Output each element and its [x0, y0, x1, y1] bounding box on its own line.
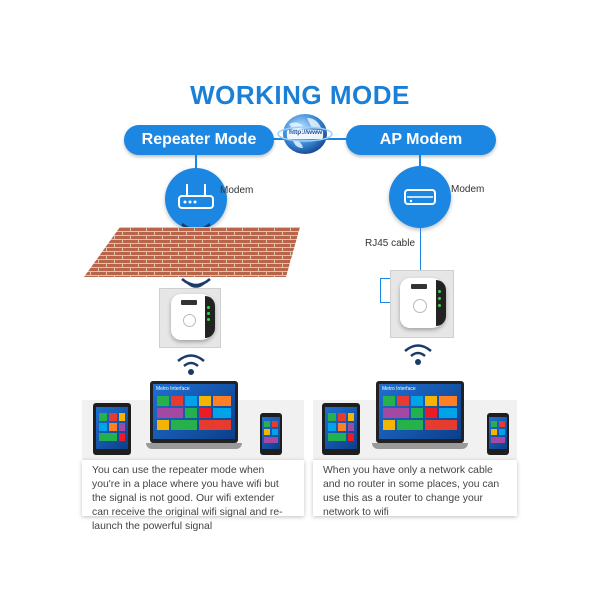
ap-description: When you have only a network cable and n…	[313, 460, 517, 518]
repeater-modem-label: Modem	[220, 185, 254, 196]
rj45-cable-label: RJ45 cable	[365, 238, 416, 249]
repeater-connector	[195, 155, 197, 169]
globe-url-text: http://www	[289, 129, 323, 136]
ap-modem-label: Modem	[451, 184, 485, 195]
tablet-image	[93, 403, 131, 455]
laptop-image: Metro Interface	[372, 381, 468, 451]
laptop-image: Metro Interface	[146, 381, 242, 451]
ap-mode-label: AP Modem	[346, 125, 496, 155]
wifi-signal-icon	[398, 342, 438, 373]
repeater-device-image	[159, 288, 221, 348]
globe-icon: http://www	[277, 110, 333, 158]
rj45-cable	[420, 228, 421, 278]
ap-device-image	[390, 270, 454, 338]
page-title: WORKING MODE	[190, 80, 410, 110]
laptop-screen-title: Metro Interface	[382, 386, 416, 392]
repeater-modem-icon	[165, 168, 227, 230]
brick-wall-image	[82, 227, 304, 277]
repeater-description: You can use the repeater mode when you'r…	[82, 460, 304, 532]
phone-image	[260, 413, 282, 455]
repeater-mode-label: Repeater Mode	[124, 125, 274, 155]
phone-image	[487, 413, 509, 455]
ap-modem-icon	[389, 166, 451, 228]
wifi-signal-icon	[171, 352, 211, 383]
rj45-cable	[380, 278, 381, 302]
ap-connector	[419, 155, 421, 169]
laptop-screen-title: Metro Interface	[156, 386, 190, 392]
tablet-image	[322, 403, 360, 455]
